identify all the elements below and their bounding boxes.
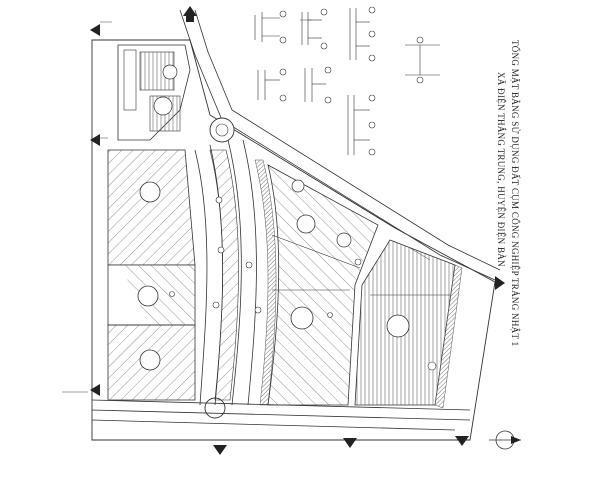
parcel-left-middle [107, 264, 196, 326]
median-markers [212, 196, 262, 314]
roundabout-north [209, 117, 235, 143]
cross-section-3 [349, 6, 376, 62]
title-line-2: XÃ ĐIỆN THẮNG TRUNG, HUYỆN ĐIỆN BÀN [496, 72, 506, 267]
cross-section-5 [304, 66, 332, 104]
title-line-1: TỔNG MẶT BẰNG SỬ DỤNG ĐẤT CỤM CÔNG NGHIỆ… [510, 40, 520, 346]
parcel-admin-block [117, 44, 191, 141]
cross-section-7 [405, 36, 440, 84]
arrow-right-icon [495, 276, 505, 290]
arrow-left-icon [90, 24, 100, 396]
drawing-title: TỔNG MẶT BẰNG SỬ DỤNG ĐẤT CỤM CÔNG NGHIỆ… [496, 40, 520, 346]
arrow-down-icon [213, 436, 469, 455]
parcel-left-north [107, 149, 196, 266]
southern-road [91, 399, 471, 431]
parcel-left-south [107, 324, 196, 401]
cross-section-2 [301, 8, 328, 50]
site-boundary [91, 39, 496, 441]
parcel-central [267, 164, 379, 406]
cross-section-6 [347, 94, 376, 156]
median-strip [209, 149, 239, 401]
cross-section-1 [254, 10, 287, 44]
parcel-right [354, 239, 463, 409]
road-cross-sections [254, 6, 440, 156]
north-arrow-icon [489, 430, 521, 450]
arrow-up-icon [183, 6, 197, 22]
leader-lines [62, 19, 431, 393]
cross-section-4 [257, 68, 287, 102]
